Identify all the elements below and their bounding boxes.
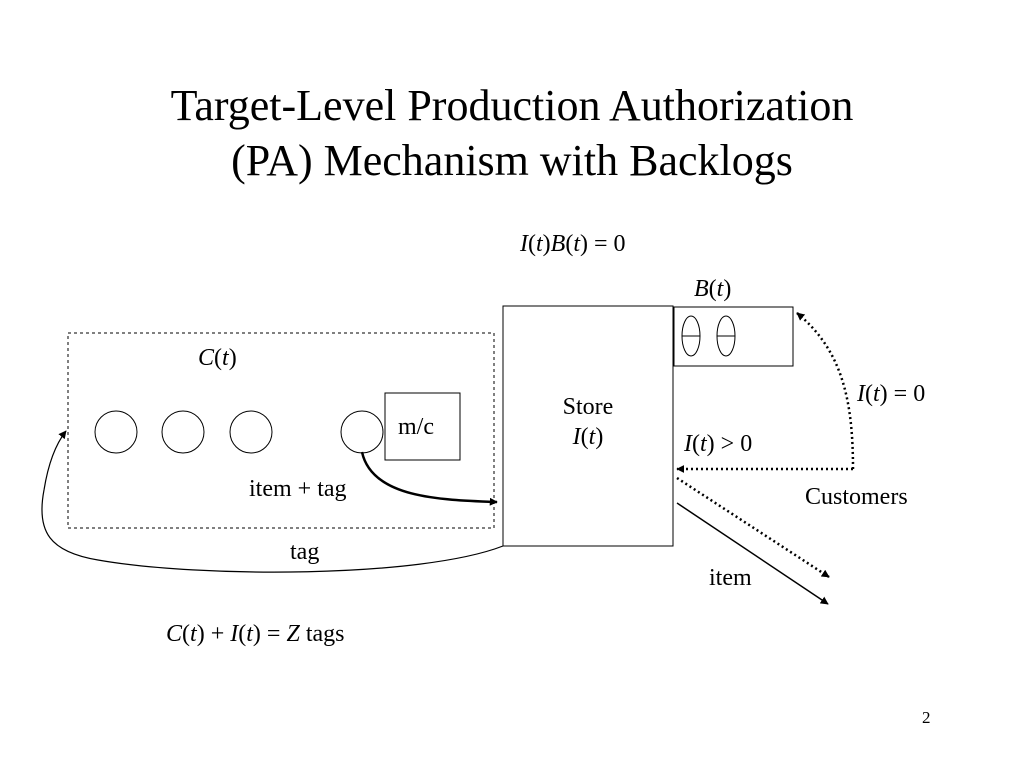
item-out-arrow	[676, 502, 829, 605]
backlog-demand-arrow	[796, 312, 855, 470]
dotted-item-arrow	[676, 476, 830, 579]
inventory-zero-label: I(t) = 0	[857, 381, 926, 407]
tag-label: tag	[290, 539, 320, 565]
store-box	[502, 305, 674, 547]
title-line-1: Target-Level Production Authorization	[170, 81, 854, 130]
machine-box	[384, 392, 461, 461]
item-tag-label: item + tag	[249, 476, 347, 502]
queue-circle	[94, 410, 138, 454]
store-label: Store I(t)	[538, 392, 638, 452]
title-line-2: (PA) Mechanism with Backlogs	[231, 136, 793, 185]
inventory-positive-label: I(t) > 0	[684, 431, 753, 457]
store-name: Store	[562, 394, 614, 420]
slide-title: Target-Level Production Authorization (P…	[0, 78, 1024, 188]
backlog-label: B(t)	[694, 276, 732, 302]
queue-circle	[340, 410, 384, 454]
backlog-order-icon	[681, 315, 701, 357]
machine-label: m/c	[398, 414, 434, 440]
tag-return-arrow	[41, 430, 504, 573]
production-system-boundary	[67, 332, 495, 529]
store-inventory: I(t)	[572, 424, 604, 450]
tags-constraint-formula: C(t) + I(t) = Z tags	[166, 621, 345, 647]
item-tag-arrow	[360, 451, 498, 506]
item-label: item	[709, 565, 752, 591]
customers-label: Customers	[805, 484, 908, 510]
top-formula: I(t)B(t) = 0	[520, 231, 626, 257]
queue-circle	[161, 410, 205, 454]
queue-circle	[229, 410, 273, 454]
queue-label: C(t)	[198, 345, 237, 371]
backlog-order-icon	[716, 315, 736, 357]
slide-number: 2	[922, 708, 931, 727]
